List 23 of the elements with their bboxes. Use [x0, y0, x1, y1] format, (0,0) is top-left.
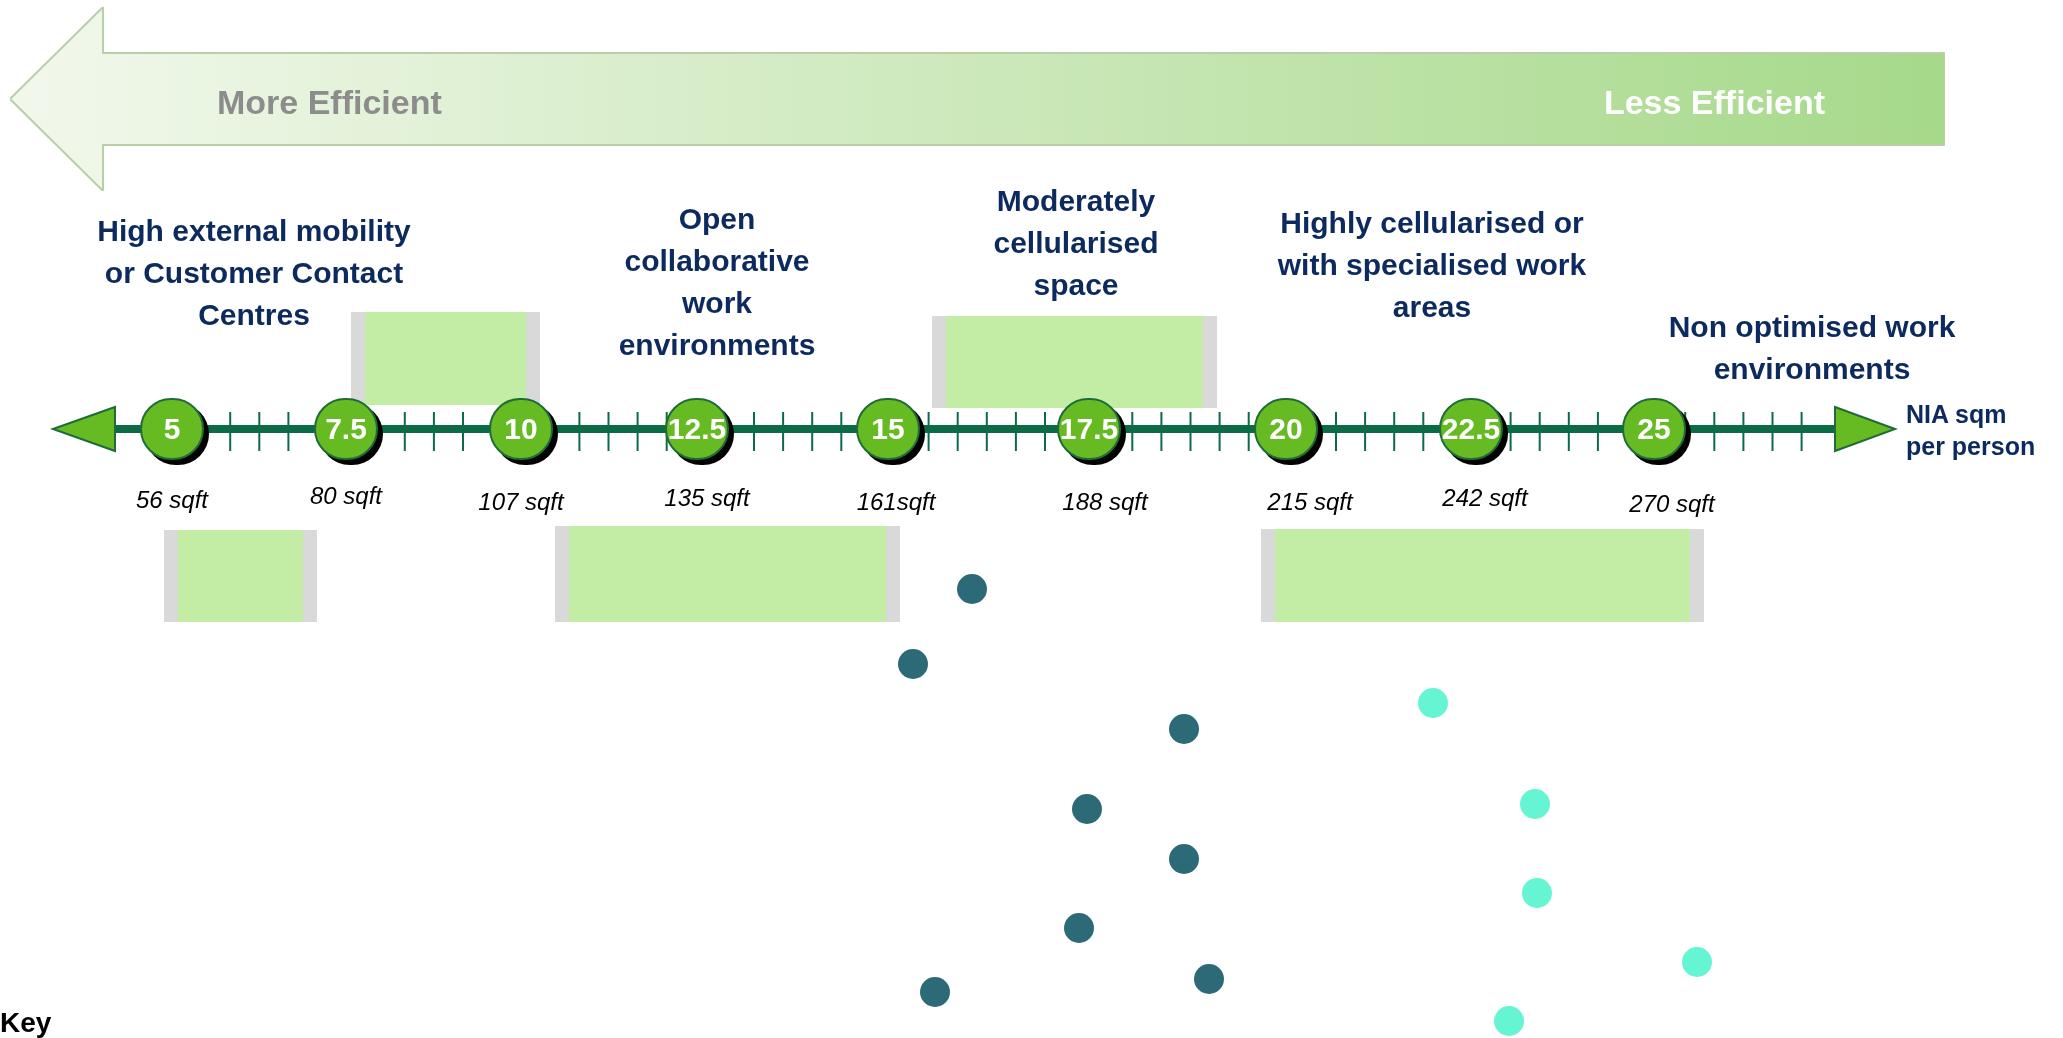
area-label: 135 sqft: [664, 483, 750, 513]
area-label: 242 sqft: [1442, 483, 1528, 513]
area-label: 188 sqft: [1062, 487, 1148, 517]
area-label: 215 sqft: [1267, 487, 1353, 517]
axis-title: NIA sqm per person: [1906, 399, 2037, 462]
category-heading: Moderately cellularised space: [992, 183, 1160, 303]
range-bar: [1261, 529, 1704, 622]
key-heading: Key: [0, 1006, 53, 1038]
arrow-label: More Efficient: [217, 82, 442, 123]
range-bar: [164, 530, 317, 622]
range-bar: [555, 526, 900, 622]
arrow-label: Less Efficient: [1603, 82, 1825, 123]
category-heading: Highly cellularised or with specialised work areas: [1276, 205, 1588, 325]
area-label: 270 sqft: [1629, 489, 1715, 519]
category-heading: Non optimised work environments: [1667, 309, 1957, 387]
area-label: 107 sqft: [478, 487, 564, 517]
range-bar: [932, 316, 1217, 408]
area-label: 56 sqft: [136, 485, 208, 515]
area-label: 161sqft: [856, 487, 936, 517]
area-label: 80 sqft: [310, 481, 382, 511]
range-bar: [351, 312, 540, 405]
category-heading: High external mobility or Customer Contact Centres: [96, 213, 412, 333]
category-heading: Open collaborative work environments: [617, 201, 817, 363]
